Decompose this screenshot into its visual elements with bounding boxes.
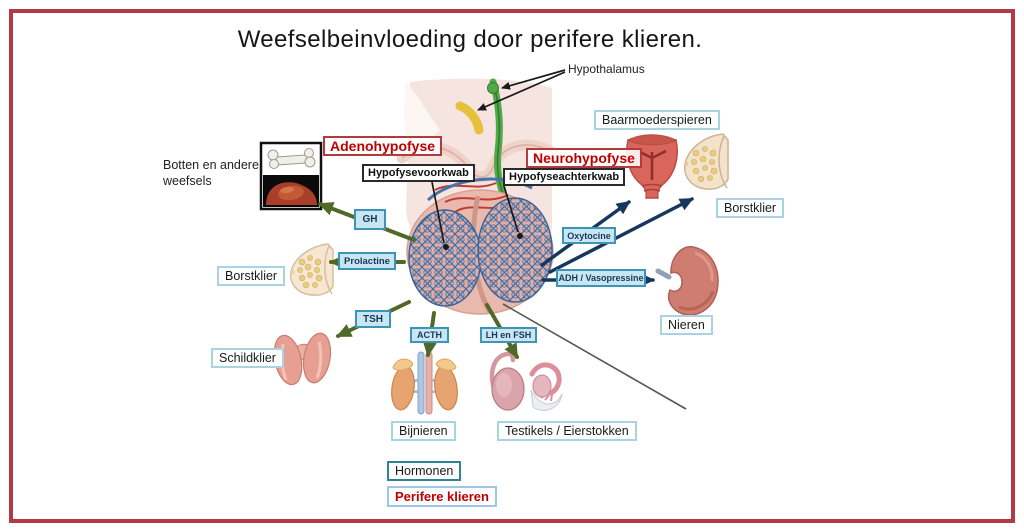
breast-left-illustration bbox=[289, 243, 334, 296]
kidney-illustration bbox=[655, 246, 719, 316]
adh-hormone-box: ADH / Vasopressine bbox=[556, 269, 646, 287]
muscle-icon bbox=[266, 182, 317, 205]
hypothalamus-tract-icon bbox=[487, 78, 509, 204]
borstklier-right-label: Borstklier bbox=[716, 198, 785, 218]
hormonen-legend-box: Hormonen bbox=[387, 461, 462, 481]
baarmoederspieren-label: Baarmoederspieren bbox=[594, 110, 720, 130]
anterior-lobe-icon bbox=[408, 209, 482, 307]
adrenals-illustration bbox=[391, 351, 458, 415]
neurohypofyse-box: Neurohypofyse bbox=[526, 148, 642, 168]
bijnieren-label: Bijnieren bbox=[391, 421, 456, 441]
oxytocine-hormone-box: Oxytocine bbox=[562, 227, 616, 244]
diagonal-line bbox=[502, 303, 687, 410]
testis-ovary-illustration bbox=[489, 351, 563, 411]
adenohypofyse-box: Adenohypofyse bbox=[323, 136, 443, 156]
schildklier-label: Schildklier bbox=[211, 348, 284, 368]
nieren-label: Nieren bbox=[660, 315, 713, 335]
testikels-eierstokken-label: Testikels / Eierstokken bbox=[497, 421, 637, 441]
borstklier-left-label: Borstklier bbox=[217, 266, 286, 286]
lh-fsh-hormone-box: LH en FSH bbox=[480, 327, 537, 343]
botten-label: Botten en andere weefsels bbox=[163, 158, 259, 188]
pituitary-illustration bbox=[396, 78, 560, 315]
perifere-klieren-legend-box: Perifere klieren bbox=[387, 486, 497, 507]
hypofyseachterkwab-box: Hypofyseachterkwab bbox=[503, 168, 626, 186]
hypofysevoorkwab-box: Hypofysevoorkwab bbox=[362, 164, 475, 182]
acth-hormone-box: ACTH bbox=[410, 327, 449, 343]
hypothalamus-label: Hypothalamus bbox=[568, 62, 645, 76]
bone-muscle-illustration bbox=[259, 141, 323, 211]
hypothalamus-nucleus-icon bbox=[455, 101, 484, 135]
breast-right-illustration bbox=[683, 133, 729, 190]
leader-lines bbox=[431, 69, 566, 250]
prolactine-hormone-box: Prolactine bbox=[338, 252, 396, 270]
gh-hormone-box: GH bbox=[354, 209, 386, 230]
page-title: Weefselbeinvloeding door perifere kliere… bbox=[237, 26, 703, 53]
bone-icon bbox=[267, 148, 316, 169]
tsh-hormone-box: TSH bbox=[355, 310, 391, 328]
posterior-lobe-icon bbox=[477, 197, 553, 303]
thyroid-illustration bbox=[273, 332, 332, 386]
